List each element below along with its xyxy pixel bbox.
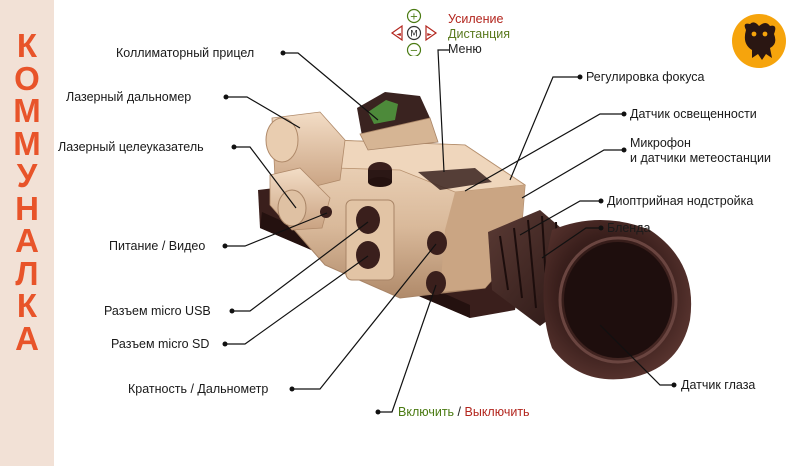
- brand-logo: [732, 14, 786, 68]
- top-knob-base: [368, 177, 392, 187]
- line-designator: [234, 146, 297, 209]
- banner-letter: М: [13, 124, 41, 162]
- power-button: [426, 271, 446, 295]
- label-rangefinder: Лазерный дальномер: [66, 90, 192, 104]
- banner-letter: К: [16, 27, 38, 64]
- legend-up: Усиление: [448, 12, 504, 26]
- line-diopter: [519, 200, 601, 236]
- keypad-icon: + − M ◄ ►: [390, 8, 438, 57]
- banner-word: К О М М У Н А Л К А: [0, 27, 54, 357]
- label-diopter: Диоптрийная нодстройка: [607, 194, 754, 208]
- collimator-mount: [359, 117, 439, 151]
- line-mic: [521, 149, 624, 199]
- banner-letter: К: [16, 287, 38, 324]
- label-micro-sd: Разъем micro SD: [111, 337, 210, 351]
- label-power-on: Включить: [398, 405, 455, 419]
- label-microphone: Микрофон и датчики метеостанции: [630, 136, 771, 166]
- line-power-btn: [378, 284, 437, 413]
- line-eye: [599, 324, 674, 386]
- line-zoom: [292, 243, 437, 390]
- banner-letter: У: [16, 157, 38, 194]
- keypad-plus: +: [410, 12, 418, 23]
- line-focus: [509, 76, 580, 181]
- sd-port: [356, 241, 380, 269]
- line-light: [464, 113, 624, 192]
- keypad-minus: −: [410, 46, 418, 57]
- keypad-center: M: [410, 30, 418, 40]
- laser-lower-front: [277, 189, 307, 227]
- mascot-icon: [733, 15, 785, 67]
- line-menu: [437, 49, 450, 173]
- banner-letter: А: [15, 319, 39, 357]
- line-rangefinder: [226, 96, 301, 129]
- eyecup-rim: [558, 236, 678, 364]
- line-usb: [232, 221, 369, 312]
- eyecup-inner: [564, 242, 672, 358]
- line-hood: [541, 227, 601, 259]
- legend-down: Дистанция: [448, 27, 511, 41]
- label-power-sep: /: [454, 405, 465, 419]
- label-hood: Бленда: [607, 221, 651, 235]
- label-focus: Регулировка фокуса: [586, 70, 705, 84]
- top-button-pad: [418, 168, 492, 190]
- label-eye-sensor: Датчик глаза: [681, 378, 756, 392]
- side-banner: К О М М У Н А Л К А: [0, 0, 54, 466]
- banner-letter: Л: [15, 254, 39, 292]
- label-mic-line1: Микрофон: [630, 136, 691, 150]
- label-power-video: Питание / Видео: [109, 239, 206, 253]
- label-power-toggle: Включить / Выключить: [398, 405, 530, 420]
- line-collimator: [283, 52, 379, 121]
- banner-letter: М: [13, 92, 41, 129]
- line-power-video: [225, 212, 328, 247]
- label-designator: Лазерный целеуказатель: [58, 140, 204, 154]
- label-power-off: Выключить: [464, 405, 530, 419]
- banner-letter: А: [15, 222, 39, 259]
- keypad-right: ►: [427, 31, 432, 38]
- line-sd: [225, 255, 369, 345]
- keypad-left: ◄: [396, 31, 401, 38]
- label-micro-usb: Разъем micro USB: [104, 304, 211, 318]
- legend-center: Меню: [448, 42, 482, 56]
- banner-letter: О: [14, 59, 40, 97]
- label-zoom-range: Кратность / Дальнометр: [128, 382, 269, 396]
- label-light-sensor: Датчик освещенности: [630, 107, 757, 121]
- label-mic-line2: и датчики метеостанции: [630, 151, 772, 165]
- label-collimator: Коллиматорный прицел: [116, 46, 255, 60]
- banner-letter: Н: [15, 189, 39, 227]
